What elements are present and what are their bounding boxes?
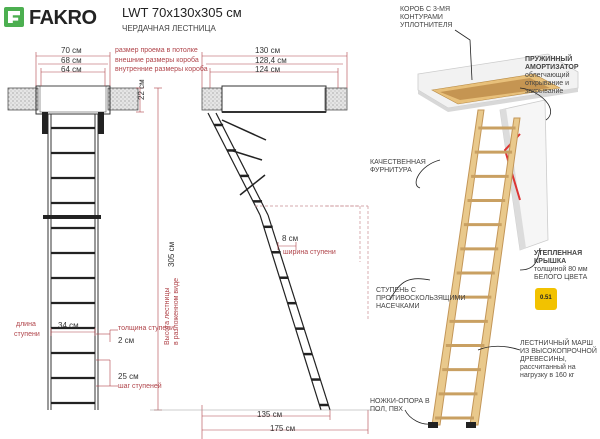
callout-step-notch: СТУПЕНЬ С ПРОТИВОСКОЛЬЗЯЩИМИ НАСЕЧКАМИ [376,287,466,311]
step-pitch-value: 25 см [118,372,139,381]
ceiling-block-left [7,87,39,111]
model-title: LWT 70x130x305 см [122,5,242,20]
lid-text: толщиной 80 мм БЕЛОГО ЦВЕТА [534,266,588,282]
label-mid: внешние размеры короба [115,57,199,64]
spring-text: облегчающий открывание и закрывание [525,72,570,96]
dim-mid: 68 см [61,56,82,65]
label-inner: внутренние размеры короба [115,66,208,73]
step-pitch-label: шаг ступеней [118,383,162,390]
u-value-badge: 0.51 [535,288,557,310]
box-height: 22 см [137,79,146,100]
logo-mark-icon [4,7,24,27]
height-value: 305 см [167,241,176,267]
side-dim-bottom1: 135 см [257,410,283,419]
side-dim-top3: 124 см [255,65,281,74]
callout-feet: НОЖКИ-ОПОРА В ПОЛ, ПВХ [370,398,430,414]
callout-lid: УТЕПЛЕННАЯ КРЫШКА толщиной 80 мм БЕЛОГО … [534,250,600,282]
fakro-logo: FAKRO [4,4,116,30]
height-label-1: Высота лестницы [164,287,171,345]
dim-inner: 64 см [61,65,82,74]
subtitle: ЧЕРДАЧНАЯ ЛЕСТНИЦА [122,24,216,33]
height-label-2: в разложенном виде [173,277,180,345]
step-length-label-2: ступени [14,331,40,338]
label-outer: размер проема в потолке [115,47,198,54]
step-width-value: 8 см [282,234,299,243]
step-thickness-label: толщина ступени [118,325,175,332]
brand-name: FAKRO [29,7,97,29]
step-thickness-value: 2 см [118,336,135,345]
dim-outer: 70 см [61,46,82,55]
callout-march: ЛЕСТНИЧНЫЙ МАРШ ИЗ ВЫСОКОПРОЧНОЙ ДРЕВЕСИ… [520,340,597,380]
step-length-label-1: длина [16,321,36,328]
badge-value: 0.51 [540,295,552,301]
lid-title: УТЕПЛЕННАЯ КРЫШКА [534,250,583,266]
side-dim-bottom2: 175 см [270,424,296,433]
spring-title: ПРУЖИННЫЙ АМОРТИЗАТОР [525,56,579,72]
side-dim-top2: 128,4 см [255,56,287,65]
step-length-value: 34 см [58,321,79,330]
side-dim-top1: 130 см [255,46,281,55]
callout-hardware: КАЧЕСТВЕННАЯ ФУРНИТУРА [370,159,426,175]
callout-box: КОРОБ С 3-МЯ КОНТУРАМИ УПЛОТНИТЕЛЯ [400,6,453,30]
ceiling-block-right [107,87,139,111]
callout-spring: ПРУЖИННЫЙ АМОРТИЗАТОР облегчающий открыв… [525,56,600,96]
step-width-label: ширина ступени [283,249,336,256]
